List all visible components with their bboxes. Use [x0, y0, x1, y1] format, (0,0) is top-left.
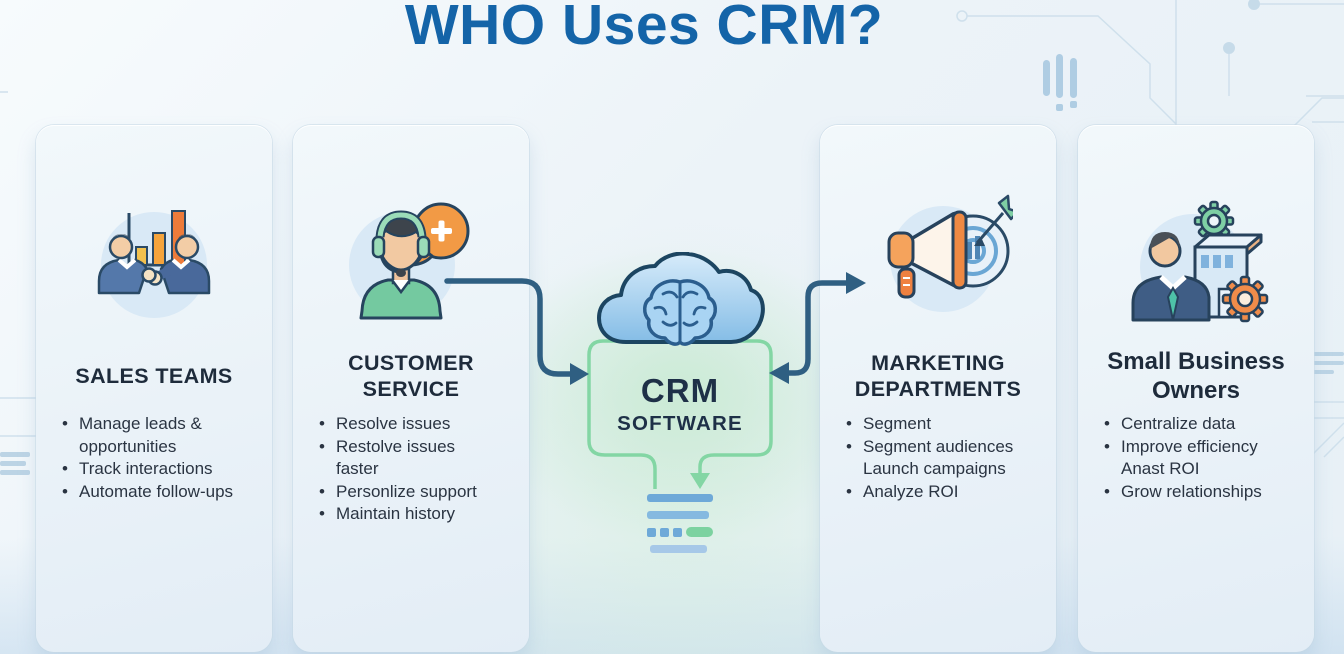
crm-software-label: CRM SOFTWARE	[589, 374, 771, 435]
bullet-glyph: •	[1104, 436, 1110, 456]
bullet-item: • Segment	[846, 413, 1050, 436]
bullet-text: Launch campaigns	[863, 459, 1006, 478]
bullet-glyph	[846, 458, 863, 481]
card-title-line: SALES TEAMS	[75, 363, 233, 388]
bullet-item: • Resolve issues	[319, 413, 523, 436]
handshake-growth-chart-icon	[79, 187, 229, 332]
bullet-glyph: •	[62, 481, 68, 501]
bullet-text: Maintain history	[336, 504, 456, 523]
bullet-item: Launch campaigns	[846, 458, 1050, 481]
card-title: SALES TEAMS	[36, 347, 272, 405]
bullet-glyph	[62, 436, 79, 459]
bullet-text: Improve efficiency	[1121, 436, 1258, 456]
bullet-item: • Analyze ROI	[846, 481, 1050, 504]
megaphone-target-icon	[863, 187, 1020, 332]
bullet-item: • Improve efficiency	[1104, 436, 1308, 459]
bullet-text: Analyze ROI	[863, 481, 959, 501]
bullet-text: Personlize support	[336, 481, 477, 501]
card-sales-teams: SALES TEAMS • Manage leads & opportunities…	[36, 125, 272, 652]
bullet-item: • Manage leads &	[62, 413, 266, 436]
crm-heading-text: CRM	[640, 372, 720, 409]
card-title-line: Owners	[1151, 377, 1241, 404]
bullet-glyph	[1104, 458, 1121, 481]
bullet-glyph: •	[62, 459, 68, 478]
bullet-text: opportunities	[79, 436, 177, 456]
bullet-text: Automate follow-ups	[79, 481, 234, 501]
card-title-line: MARKETING	[871, 350, 1005, 375]
bullet-glyph: •	[319, 414, 325, 433]
bullet-item: faster	[319, 458, 523, 481]
bullet-item: • Personlize support	[319, 481, 523, 504]
cloud-brain-icon	[593, 251, 767, 352]
bullet-glyph: •	[319, 504, 325, 523]
bullet-text: Restolve issues	[336, 436, 456, 456]
bullet-item: • Grow relationships	[1104, 481, 1308, 504]
bullet-text: faster	[336, 459, 379, 478]
bullet-text: Grow relationships	[1121, 481, 1262, 501]
bullet-item: • Centralize data	[1104, 413, 1308, 436]
bullet-glyph	[319, 458, 336, 481]
exclamation-bars-decor	[1043, 54, 1077, 111]
bullet-item: • Track interactions	[62, 458, 266, 481]
bullet-glyph: •	[62, 414, 68, 433]
bullet-item: • Segment audiences	[846, 436, 1050, 459]
card-title-line: CUSTOMER	[348, 350, 474, 375]
page-title: WHO Uses CRM?	[404, 0, 884, 57]
card-bullet-list: • Resolve issues • Restolve issues faster • Pe…	[319, 413, 523, 526]
bullet-text: Segment audiences	[863, 436, 1014, 456]
bullet-text: Centralize data	[1121, 414, 1236, 433]
bullet-item: • Maintain history	[319, 503, 523, 526]
bullet-text: Segment	[863, 414, 932, 433]
bullet-item: Anast ROI	[1104, 458, 1308, 481]
bullet-text: Resolve issues	[336, 414, 451, 433]
bullet-glyph: •	[846, 436, 852, 456]
bullet-text: Track interactions	[79, 459, 213, 478]
card-title-line: SERVICE	[362, 377, 460, 401]
bullet-glyph: •	[1104, 414, 1110, 433]
crm-subheading-text: SOFTWARE	[617, 412, 743, 435]
bullet-glyph: •	[1104, 481, 1110, 501]
bullet-glyph: •	[846, 414, 852, 433]
owner-building-gears-icon	[1121, 187, 1271, 332]
card-title-line: DEPARTMENTS	[854, 377, 1022, 401]
bullet-text: Manage leads &	[79, 414, 202, 433]
bullet-text: Anast ROI	[1121, 459, 1200, 478]
bullet-item: • Restolve issues	[319, 436, 523, 459]
card-bullet-list: • Manage leads & opportunities • Track inter…	[62, 413, 266, 503]
card-title-line: Small Business	[1107, 347, 1285, 375]
bullet-glyph: •	[846, 481, 852, 501]
bullet-glyph: •	[319, 436, 325, 456]
bullet-item: • Automate follow-ups	[62, 481, 266, 504]
bullet-item: opportunities	[62, 436, 266, 459]
support-agent-headset-icon	[336, 187, 486, 332]
bullet-glyph: •	[319, 481, 325, 501]
